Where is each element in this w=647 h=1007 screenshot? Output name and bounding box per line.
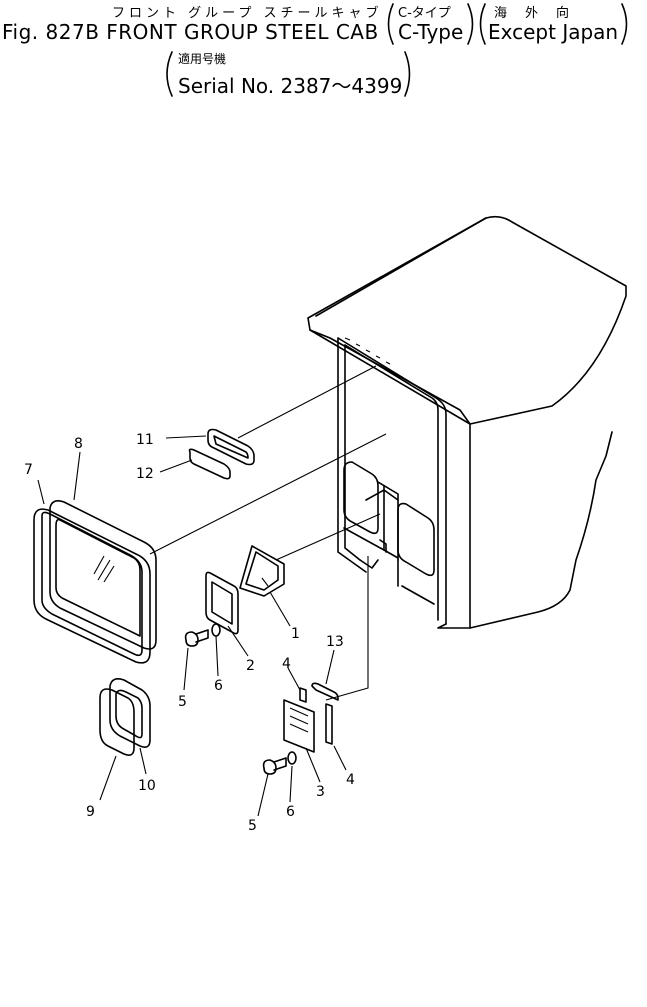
callout-8: 8 [74,436,83,452]
callout-5-upper: 5 [178,694,187,710]
region-label: Except Japan [488,20,619,44]
leader-lines [149,365,387,701]
callout-labels: 1 2 3 4 4 5 5 6 6 7 8 9 10 11 12 13 [24,432,355,834]
callout-leaders [37,435,347,817]
callout-10: 10 [138,778,156,794]
callout-7: 7 [24,462,33,478]
part-2-cover-plate [205,571,239,635]
part-3-cover-plate [283,699,315,753]
part-1-mirror-bracket [239,545,285,597]
header-brackets [166,3,628,97]
callout-4-lower: 4 [346,772,355,788]
steel-cab-body [307,215,627,629]
part-9-small-side-window-glass [99,688,135,756]
ctype-label: C-Type [398,20,464,44]
callout-4-upper: 4 [282,656,291,672]
part-10-small-side-window-seal [109,678,151,748]
japanese-region-label: 海外向 [494,6,588,21]
part-4-gasket [299,687,333,745]
part-5-bolt [184,629,287,775]
part-11-small-window-seal [207,428,255,466]
callout-11: 11 [136,432,154,448]
serial-number-range: Serial No. 2387～4399 [178,74,403,98]
figure-title: Fig. 827B FRONT GROUP STEEL CAB [2,20,379,44]
part-13-seal [311,682,339,701]
callout-6-upper: 6 [214,678,223,694]
part-12-small-glass [188,448,231,480]
japanese-ctype-label: C-タイプ [398,6,451,21]
part-7-large-window-seal [33,508,151,664]
part-8-large-window-frame [49,500,157,650]
callout-13: 13 [326,634,344,650]
callout-1: 1 [291,626,300,642]
callout-2: 2 [246,658,255,674]
japanese-title: フロント グループ スチールキャブ [112,6,383,21]
callout-12: 12 [136,466,154,482]
callout-5-lower: 5 [248,818,257,834]
callout-6-lower: 6 [286,804,295,820]
callout-3: 3 [316,784,325,800]
part-6-washer [211,623,297,765]
japanese-serial-label: 適用号機 [178,52,227,66]
callout-9: 9 [86,804,95,820]
